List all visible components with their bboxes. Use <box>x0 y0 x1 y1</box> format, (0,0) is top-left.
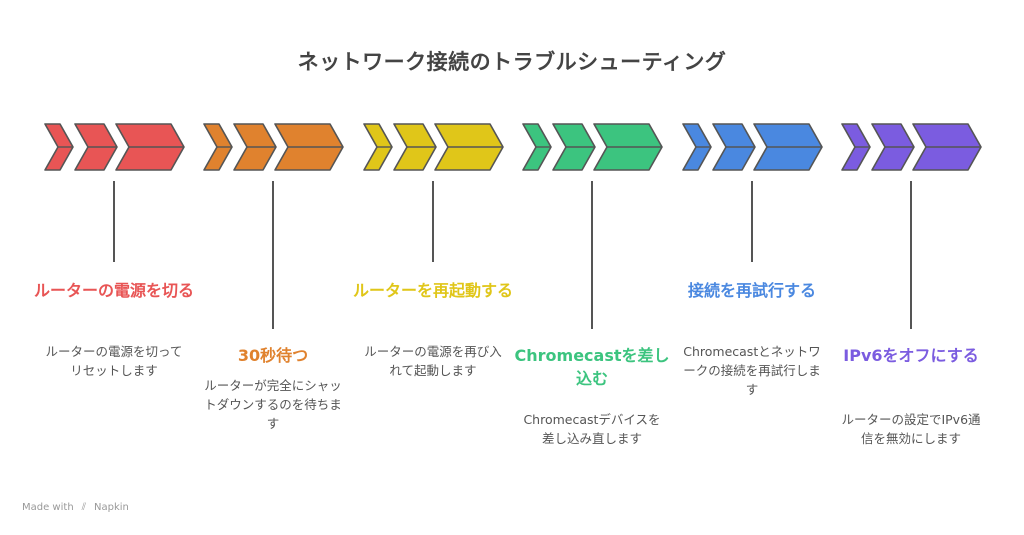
connector-line <box>910 181 912 329</box>
diagram-title: ネットワーク接続のトラブルシューティング <box>297 50 727 74</box>
step-description: ルーターの設定でIPv6通信を無効にします <box>841 412 981 446</box>
connector-line <box>113 181 115 262</box>
made-with-label: Made with <box>22 502 74 513</box>
chevron-arrow-group <box>44 123 185 171</box>
step-title: Chromecastを差し込む <box>514 346 670 388</box>
step-description: Chromecastデバイスを差し込み直します <box>523 412 661 446</box>
connector-line <box>432 181 434 262</box>
chevron-arrow-group <box>841 123 982 171</box>
step-title: 接続を再試行する <box>687 281 816 300</box>
connector-line <box>591 181 593 329</box>
step-description: ルーターの電源を再び入れて起動します <box>364 344 502 378</box>
step-title: IPv6をオフにする <box>843 346 979 365</box>
napkin-brand-label: Napkin <box>94 502 129 513</box>
connector-line <box>272 181 274 329</box>
footer: Made with ⫽ Napkin <box>22 502 129 513</box>
napkin-logo-icon: ⫽ <box>81 502 87 513</box>
step-title: 30秒待つ <box>237 346 309 365</box>
step-title: ルーターを再起動する <box>353 281 514 300</box>
chevron-arrow-group <box>522 123 663 171</box>
chevron-arrow-group <box>682 123 823 171</box>
step-description: ルーターが完全にシャットダウンするのを待ちます <box>204 378 342 431</box>
chevron-arrow-group <box>203 123 344 171</box>
chevron-arrow-group <box>363 123 504 171</box>
step-description: Chromecastとネットワークの接続を再試行します <box>683 344 821 397</box>
step-description: ルーターの電源を切ってリセットします <box>45 344 183 378</box>
connector-line <box>751 181 753 262</box>
step-title: ルーターの電源を切る <box>34 281 195 300</box>
